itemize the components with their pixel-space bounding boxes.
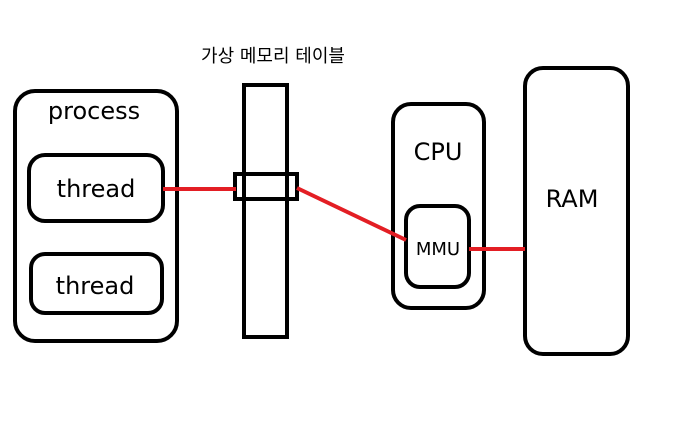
ram-box [523, 66, 630, 356]
process-label: process [48, 97, 140, 125]
table-to-mmu-connector [296, 186, 407, 242]
process-box [13, 89, 179, 343]
thread-box-2 [29, 252, 164, 315]
page-table-column [242, 83, 289, 339]
thread-label-2: thread [56, 272, 135, 300]
ram-label: RAM [546, 185, 599, 213]
cpu-box [391, 102, 486, 310]
thread-label-1: thread [57, 175, 136, 203]
page-table-entry [233, 172, 299, 201]
page-table-title: 가상 메모리 테이블 [201, 46, 345, 67]
cpu-label: CPU [414, 138, 463, 166]
mmu-label: MMU [416, 239, 460, 260]
mmu-box [404, 204, 471, 289]
